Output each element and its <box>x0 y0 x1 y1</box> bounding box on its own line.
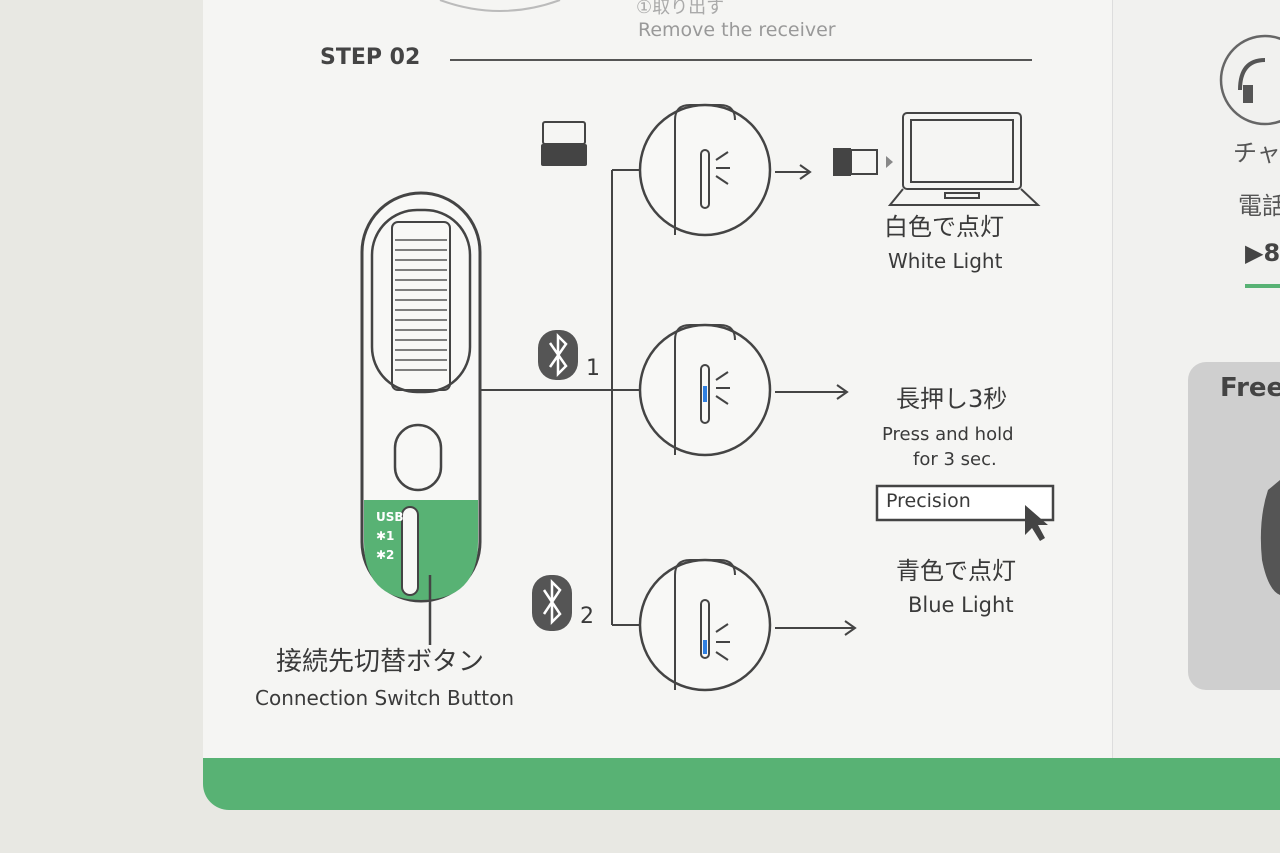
precision-device-name: Precision <box>886 490 971 512</box>
mouse-illustration <box>360 191 482 645</box>
free-card <box>1188 362 1280 690</box>
white-light-en: White Light <box>888 249 1003 273</box>
green-footer-band <box>203 758 1280 810</box>
hold-3s-jp: 長押し3秒 <box>896 385 1008 413</box>
remove-receiver-text: Remove the receiver <box>638 19 836 41</box>
switch-label-usb: USB <box>376 510 404 524</box>
branch-lines <box>480 164 857 636</box>
step-label: STEP 02 <box>320 45 421 70</box>
receiver-to-laptop-icon <box>833 148 893 176</box>
for-3-sec-en: for 3 sec. <box>913 449 997 470</box>
phone-number-partial: ▶8 <box>1245 239 1280 267</box>
mode-circle-usb <box>638 103 772 237</box>
mouse-button <box>393 423 443 492</box>
mode-circle-bt1 <box>638 323 772 457</box>
headset-icon <box>1219 34 1280 126</box>
switch-label-bt1: ✱1 <box>376 529 395 543</box>
connection-switch-button <box>401 506 419 596</box>
switch-label-bt2: ✱2 <box>376 548 395 562</box>
bt-channel-2: 2 <box>580 604 594 629</box>
support-jp-2: 電話 <box>1238 192 1280 220</box>
cursor-icon <box>1025 505 1048 541</box>
bluetooth-icon <box>538 330 578 380</box>
switch-caption-jp: 接続先切替ボタン <box>276 647 485 677</box>
bt-channel-1: 1 <box>586 356 600 381</box>
white-light-jp: 白色で点灯 <box>884 213 1004 241</box>
usb-receiver-icon <box>541 121 587 166</box>
laptop-icon <box>887 112 1041 206</box>
top-jp-text: ①取り出す <box>636 0 725 18</box>
bluetooth-icon <box>532 575 572 631</box>
top-illustration-circle <box>439 0 561 12</box>
mode-circle-bt2 <box>638 558 772 692</box>
blue-light-en: Blue Light <box>908 593 1014 617</box>
blue-led <box>703 640 707 654</box>
support-jp-1: チャ <box>1233 139 1280 167</box>
switch-labels: USB ✱1 ✱2 <box>376 508 404 565</box>
switch-caption-en: Connection Switch Button <box>255 686 514 710</box>
precision-field <box>875 484 1055 522</box>
blue-light-jp: 青色で点灯 <box>896 557 1016 585</box>
free-label: Free <box>1220 373 1280 403</box>
press-hold-en: Press and hold <box>882 424 1014 445</box>
blue-led <box>703 386 707 402</box>
